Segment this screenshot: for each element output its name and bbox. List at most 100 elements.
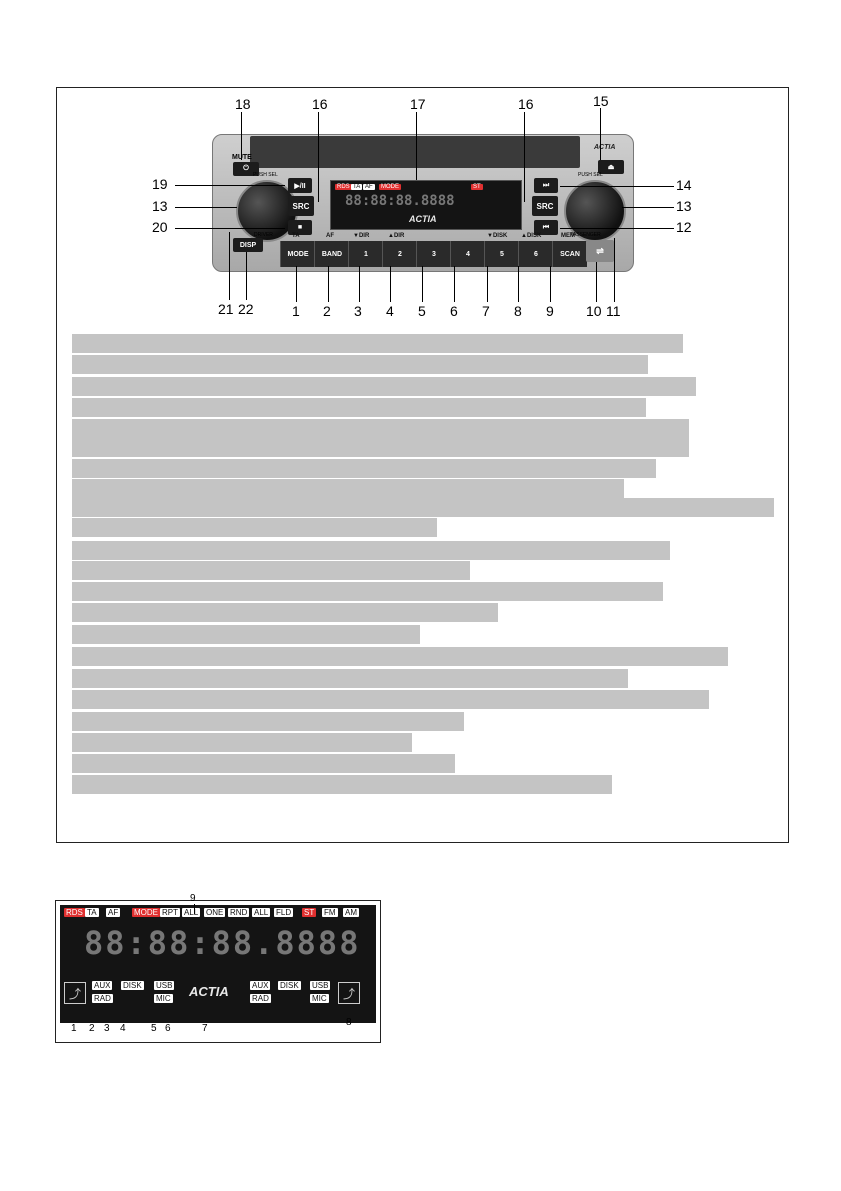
preset-3-button[interactable]: 3 — [416, 241, 451, 267]
callout-16-left: 16 — [312, 96, 328, 112]
usb-icon: ⇌ — [596, 245, 604, 256]
next-button[interactable]: ⏭ — [534, 178, 558, 193]
lcd2-mode: MODE — [132, 908, 160, 917]
callout-16-right: 16 — [518, 96, 534, 112]
leader-line — [422, 266, 423, 302]
lcd-callout-8: 8 — [346, 1017, 352, 1028]
volume-knob-passenger[interactable] — [564, 180, 626, 242]
leader-line — [390, 266, 391, 302]
lcd2-disk-left: DISK — [121, 981, 144, 990]
band-button[interactable]: BAND — [314, 241, 349, 267]
lcd-callout-4: 4 — [120, 1023, 126, 1034]
redacted-line — [72, 690, 709, 709]
leader-line — [194, 904, 195, 914]
callout-8: 8 — [514, 303, 522, 319]
callout-9: 9 — [546, 303, 554, 319]
leader-line — [318, 112, 319, 202]
callout-22: 22 — [238, 301, 254, 317]
preset-6-button[interactable]: 6 — [518, 241, 553, 267]
leader-line — [550, 266, 551, 302]
knob-left-top-label: PUSH SEL — [253, 172, 278, 178]
lcd-af-tag: AF — [363, 184, 375, 190]
callout-15: 15 — [593, 93, 609, 109]
callout-10: 10 — [586, 303, 602, 319]
leader-line — [328, 266, 329, 302]
scan-button[interactable]: SCAN — [552, 241, 587, 267]
callout-7: 7 — [482, 303, 490, 319]
leader-line — [241, 112, 242, 160]
lcd2-rds: RDS — [64, 908, 85, 917]
redacted-line — [72, 541, 437, 560]
leader-line — [175, 185, 285, 186]
redacted-line — [470, 582, 663, 601]
lcd2-one: ONE — [204, 908, 226, 917]
mem-label: MEM — [561, 233, 575, 239]
lcd-callout-3: 3 — [104, 1023, 110, 1034]
lcd2-mic-left: MIC — [154, 994, 173, 1003]
leader-line — [560, 186, 674, 187]
src-button-right[interactable]: SRC — [532, 196, 558, 216]
callout-11: 11 — [606, 303, 621, 319]
lcd2-all-1: ALL — [182, 908, 201, 917]
lcd2-usb-left: USB — [154, 981, 175, 990]
callout-13-right: 13 — [676, 198, 692, 214]
redacted-line — [72, 647, 420, 666]
leader-line — [296, 266, 297, 302]
lcd2-rpt: RPT — [160, 908, 180, 917]
leader-line — [614, 238, 615, 302]
eject-button[interactable]: ⏏ — [598, 160, 624, 174]
disp-button[interactable]: DISP — [233, 238, 263, 252]
callout-19: 19 — [152, 176, 168, 192]
leader-line — [596, 262, 597, 302]
preset-2-button[interactable]: 2 — [382, 241, 417, 267]
lcd2-aux-left: AUX — [92, 981, 113, 990]
src-button-left[interactable]: SRC — [288, 196, 314, 216]
redacted-line — [72, 355, 648, 374]
dir-up-label: ▲DIR — [388, 233, 405, 239]
callout-20: 20 — [152, 219, 168, 235]
leader-line — [416, 112, 417, 180]
callout-18: 18 — [235, 96, 251, 112]
redacted-line — [72, 754, 455, 773]
leader-line — [524, 112, 525, 202]
leader-line — [622, 207, 674, 208]
lcd-segments: 88:88:88.8888 — [345, 193, 455, 209]
mode-button[interactable]: MODE — [280, 241, 315, 267]
callout-12: 12 — [676, 219, 692, 235]
lcd2-disk-right: DISK — [278, 981, 301, 990]
volume-knob-driver[interactable] — [236, 180, 298, 242]
lcd-brand: ACTIA — [409, 214, 437, 224]
callout-17: 17 — [410, 96, 426, 112]
lcd2-fld: FLD — [274, 908, 294, 917]
preset-4-button[interactable]: 4 — [450, 241, 485, 267]
callout-4: 4 — [386, 303, 394, 319]
lcd2-aux-right: AUX — [250, 981, 271, 990]
lcd2-rnd: RND — [228, 908, 250, 917]
preset-5-button[interactable]: 5 — [484, 241, 519, 267]
preset-1-button[interactable]: 1 — [348, 241, 383, 267]
redacted-line — [72, 712, 464, 731]
redacted-line — [72, 398, 646, 417]
lcd-callout-5: 5 — [151, 1023, 157, 1034]
lcd-callout-6: 6 — [165, 1023, 171, 1034]
leader-line — [487, 266, 488, 302]
stop-button[interactable]: ■ — [288, 220, 312, 235]
lcd2-st: ST — [302, 908, 317, 917]
lcd2-rad-left: RAD — [92, 994, 113, 1003]
redacted-line — [437, 541, 670, 560]
prev-button[interactable]: ⏮ — [534, 220, 558, 235]
redacted-line — [72, 733, 412, 752]
callout-13-left: 13 — [152, 198, 168, 214]
redacted-line — [72, 625, 420, 644]
leader-line — [454, 266, 455, 302]
faceplate-lcd: RDS TA AF MODE ST 88:88:88.8888 ACTIA — [330, 180, 522, 230]
redacted-line — [72, 459, 656, 478]
leader-line — [246, 252, 247, 300]
callout-2: 2 — [323, 303, 331, 319]
usb-port[interactable]: ⇌ — [586, 240, 614, 262]
redacted-line — [72, 438, 689, 457]
lcd-callout-1: 1 — [71, 1023, 77, 1034]
play-pause-button[interactable]: ▶/II — [288, 178, 312, 193]
power-button[interactable]: ⏻ — [233, 162, 259, 176]
lcd2-af: AF — [106, 908, 121, 917]
